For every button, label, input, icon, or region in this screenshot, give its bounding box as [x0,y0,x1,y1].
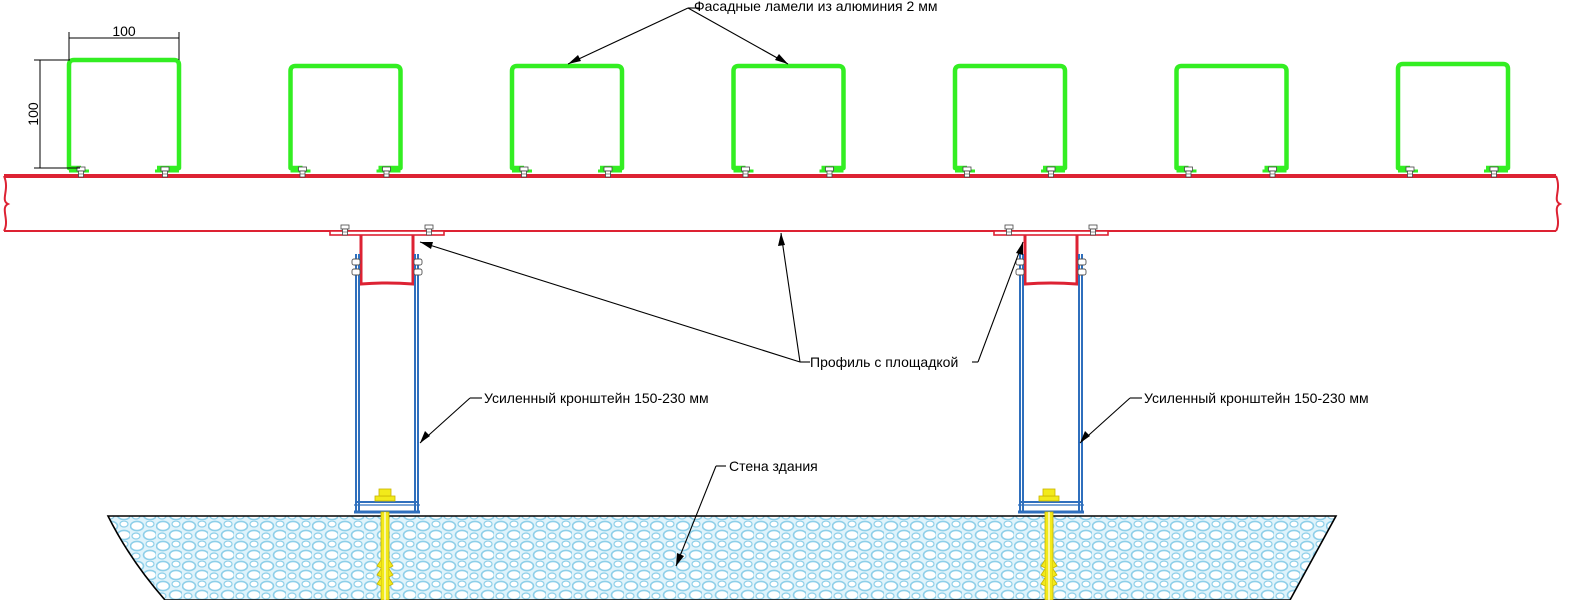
plate-screw [1088,224,1098,236]
label-lamellas: Фасадные ламели из алюминия 2 мм [694,0,937,14]
lamella [288,63,403,178]
rivet [351,258,361,266]
rivet [1015,268,1025,276]
leader-profile: Профиль с площадкой [419,232,1024,370]
leader-bracket-left: Усиленный кронштейн 150-230 мм [419,390,709,444]
lamella-screw [962,166,972,178]
lamella-group [66,57,1511,178]
lamella-screw [519,166,529,178]
dimension-height-label: 100 [25,102,41,126]
rivet [1077,268,1087,276]
lamella [1174,63,1289,178]
leader-lamellas: Фасадные ламели из алюминия 2 мм [567,0,937,65]
plate-screw [340,224,350,236]
dimension-height: 100 [25,59,80,169]
carrier-profile [3,174,1563,232]
rivet [1077,258,1087,266]
building-wall [106,515,1338,600]
dimension-width: 100 [68,23,180,60]
lamella-screw [298,166,307,178]
lamella [509,63,625,178]
lamella [731,63,846,178]
rivet [413,268,423,276]
lamella-screw [1184,166,1193,178]
lamella-screw [1046,166,1056,178]
lamella-screw [382,166,391,178]
label-wall: Стена здания [729,458,818,474]
lamella-screw [76,166,86,178]
lamella-screw [603,166,613,178]
lamella [66,57,182,178]
lamella-screw [1489,166,1499,178]
label-bracket-right: Усиленный кронштейн 150-230 мм [1144,390,1369,406]
lamella-screw [741,166,750,178]
rivet [413,258,423,266]
plate-screw [1004,224,1014,236]
lamella [1395,61,1511,178]
label-bracket-left: Усиленный кронштейн 150-230 мм [484,390,709,406]
lamella-screw [1405,166,1415,178]
lamella-screw [160,166,170,178]
rivet [1015,258,1025,266]
lamella [952,63,1068,178]
lamella-screw [825,166,834,178]
anchor-bolt [374,488,396,600]
rivet [351,268,361,276]
anchor-bolt [1038,488,1060,600]
dimension-width-label: 100 [112,23,136,39]
leader-wall: Стена здания [675,458,818,567]
leader-bracket-right: Усиленный кронштейн 150-230 мм [1079,390,1369,444]
bracket [993,224,1109,600]
plate-screw [424,224,434,236]
lamella-screw [1268,166,1277,178]
bracket-group [329,224,1109,600]
bracket [329,224,445,600]
label-profile: Профиль с площадкой [810,354,958,370]
